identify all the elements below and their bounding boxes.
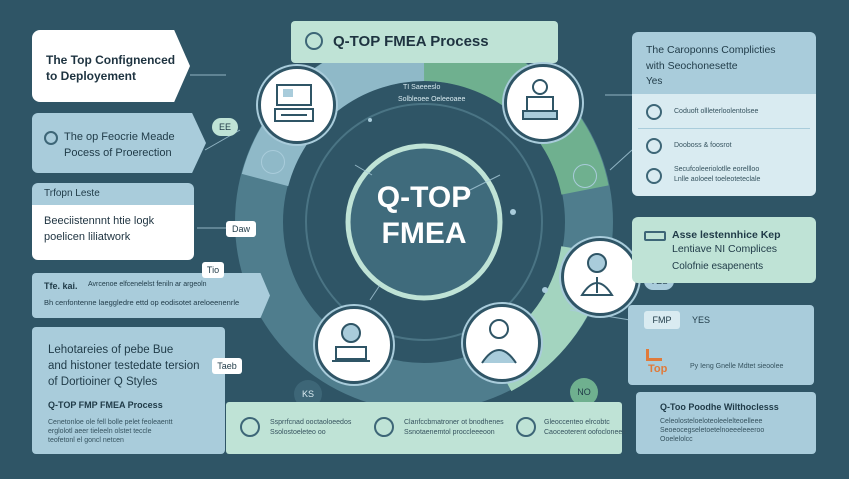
left-card-5-line-3: of Dortioiner Q Styles bbox=[48, 376, 158, 388]
bottom-strip-icon-1 bbox=[240, 417, 260, 437]
left-card-4-lead: Tfe. kai. bbox=[44, 281, 78, 291]
left-card-2: The op Feocrie Meade Pocess of Proerecti… bbox=[32, 113, 206, 173]
fmp-badge: FMP bbox=[644, 311, 680, 329]
bottom-strip-3-line-2: Caoceoterent oofoclonees bbox=[544, 429, 626, 436]
check-icon bbox=[646, 104, 662, 120]
operator-icon bbox=[504, 64, 582, 142]
tag-tio: Tio bbox=[202, 262, 224, 278]
header-banner: Q-TOP FMEA Process bbox=[291, 21, 558, 63]
right-card-2: Coduoft ollleterloolentolsee Dooboss & f… bbox=[632, 94, 816, 196]
right-card-1: The Caroponns Complicties with Seochones… bbox=[632, 32, 816, 94]
right-card-1-line-2: with Seochonesette bbox=[646, 60, 738, 72]
bottom-strip-3-line-1: Gleoccenteo elrcobtc bbox=[544, 419, 610, 426]
left-card-3-line-1: Beeciistennnt htie logk bbox=[44, 215, 155, 227]
flag-icon bbox=[646, 138, 662, 154]
bottom-strip-icon-2 bbox=[374, 417, 394, 437]
engineer-icon bbox=[561, 238, 639, 316]
ring-label-2: Solbleoee Oeleeoaee bbox=[398, 96, 466, 103]
bottom-strip-1-line-2: Ssolostoeleteo oo bbox=[270, 429, 326, 436]
tag-daw: Daw bbox=[226, 221, 256, 237]
left-card-5-body-3: teofetonl el goncl netcen bbox=[48, 437, 124, 444]
right-card-5-body-1: Celeolosteloeloteoleelelteoelleee bbox=[660, 418, 763, 425]
right-card-5: Q-Too Poodhe Wilthoclesss Celeolosteloel… bbox=[636, 392, 816, 454]
bottom-strip-2-line-2: Ssnotaenemtol proccleeeoon bbox=[404, 429, 495, 436]
workstation-icon bbox=[258, 66, 336, 144]
left-card-4-line-2: Bh cenfontenne laeggledre ettd op eodiso… bbox=[44, 298, 240, 307]
left-card-4-line-1: Avrcenoe elfcenelelst feniln ar argeoln bbox=[88, 281, 207, 288]
right-card-4-yes: YES bbox=[692, 315, 711, 325]
center-line-1: Q-TOP bbox=[376, 181, 472, 214]
analyst-icon bbox=[463, 304, 541, 382]
right-card-2-row-2: Dooboss & foosrot bbox=[674, 142, 732, 149]
right-card-2-divider bbox=[638, 128, 810, 129]
inspection-icon bbox=[315, 306, 393, 384]
center-line-2: FMEA bbox=[381, 217, 467, 250]
left-card-4: Tfe. kai. Avrcenoe elfcenelelst feniln a… bbox=[32, 273, 270, 318]
header-title: Q-TOP FMEA Process bbox=[333, 33, 489, 50]
bottom-strip: Ssprrfcnad ooctaoloeedos Ssolostoeleteo … bbox=[226, 402, 626, 454]
tag-no: NO bbox=[570, 378, 598, 406]
ring-badge-right bbox=[573, 164, 597, 188]
gear-icon bbox=[44, 131, 58, 145]
right-card-3-line-1: Asse lestennhice Kep bbox=[672, 229, 781, 241]
truck-icon bbox=[644, 231, 666, 241]
header-icon bbox=[305, 32, 323, 50]
right-card-3-line-2: Lentiave NI Complices bbox=[672, 243, 778, 255]
tag-ee: EE bbox=[212, 118, 238, 136]
left-card-5-body-2: erglolotl aeer tieleeln olstet teccle bbox=[48, 428, 152, 435]
left-card-5-line-2: and histoner testedate tersion bbox=[48, 360, 200, 372]
right-card-3: Asse lestennhice Kep Lentiave NI Complic… bbox=[632, 217, 816, 283]
left-card-1-text-a: The Top Confignenced to Deployement bbox=[46, 53, 176, 83]
right-card-1-line-1: The Caroponns Complicties bbox=[646, 44, 776, 56]
left-card-3-line-2: poelicen liliatwork bbox=[44, 231, 131, 243]
ring-badge-left bbox=[261, 150, 285, 174]
center-halo bbox=[345, 143, 503, 301]
left-card-5: Lehotareies of pebe Bue and histoner tes… bbox=[32, 327, 225, 454]
left-card-5-line-1: Lehotareies of pebe Bue bbox=[48, 344, 174, 356]
right-card-4: FMP YES Top Py Ieng Gnelle Mdtet sieoole… bbox=[628, 305, 814, 385]
right-card-4-brand: Top bbox=[648, 363, 668, 375]
right-card-4-text: Py Ieng Gnelle Mdtet sieoolee bbox=[690, 363, 784, 370]
bottom-strip-1-line-1: Ssprrfcnad ooctaoloeedos bbox=[270, 419, 352, 426]
right-card-2-row-3a: Secufcoleeriolotlle eorellloo bbox=[674, 166, 760, 173]
inner-ring bbox=[305, 103, 543, 341]
left-card-3-header: Trfopn Leste bbox=[32, 183, 194, 205]
bottom-strip-icon-3 bbox=[516, 417, 536, 437]
left-card-1: The Top Confignenced to Deployement bbox=[32, 30, 190, 102]
center-title: Q-TOP FMEA bbox=[348, 180, 500, 252]
left-card-3-head: Trfopn Leste bbox=[44, 188, 100, 199]
right-card-5-body-3: Ooelelolcc bbox=[660, 436, 693, 443]
right-card-5-body-2: Seoeocegseletoetelnoeeeleeeroo bbox=[660, 427, 765, 434]
right-card-1-line-3: Yes bbox=[646, 76, 663, 87]
left-card-5-sub: Q-TOP FMP FMEA Process bbox=[48, 400, 163, 410]
bottom-strip-2-line-1: Clanfccbmatroner ot bnodhenes bbox=[404, 419, 504, 426]
left-card-2-line-1: The op Feocrie Meade bbox=[64, 131, 175, 143]
ring-label-1: TI Saeeeslo bbox=[403, 84, 441, 91]
right-card-5-title: Q-Too Poodhe Wilthoclesss bbox=[660, 402, 779, 412]
right-card-2-row-3b: Lnlle aoloeel toeleoteteclale bbox=[674, 176, 761, 183]
right-card-3-line-3: Colofnie esapenents bbox=[672, 261, 764, 272]
right-card-2-row-1: Coduoft ollleterloolentolsee bbox=[674, 108, 759, 115]
left-card-2-line-2: Pocess of Proerection bbox=[64, 147, 172, 159]
chart-icon bbox=[646, 168, 662, 184]
bar-chart-icon bbox=[646, 349, 662, 361]
left-card-3: Beeciistennnt htie logk poelicen liliatw… bbox=[32, 205, 194, 260]
tag-taeb: Taeb bbox=[212, 358, 242, 374]
left-card-5-body-1: Cenetonloe ole fell bolle pelet feoleaen… bbox=[48, 419, 173, 426]
